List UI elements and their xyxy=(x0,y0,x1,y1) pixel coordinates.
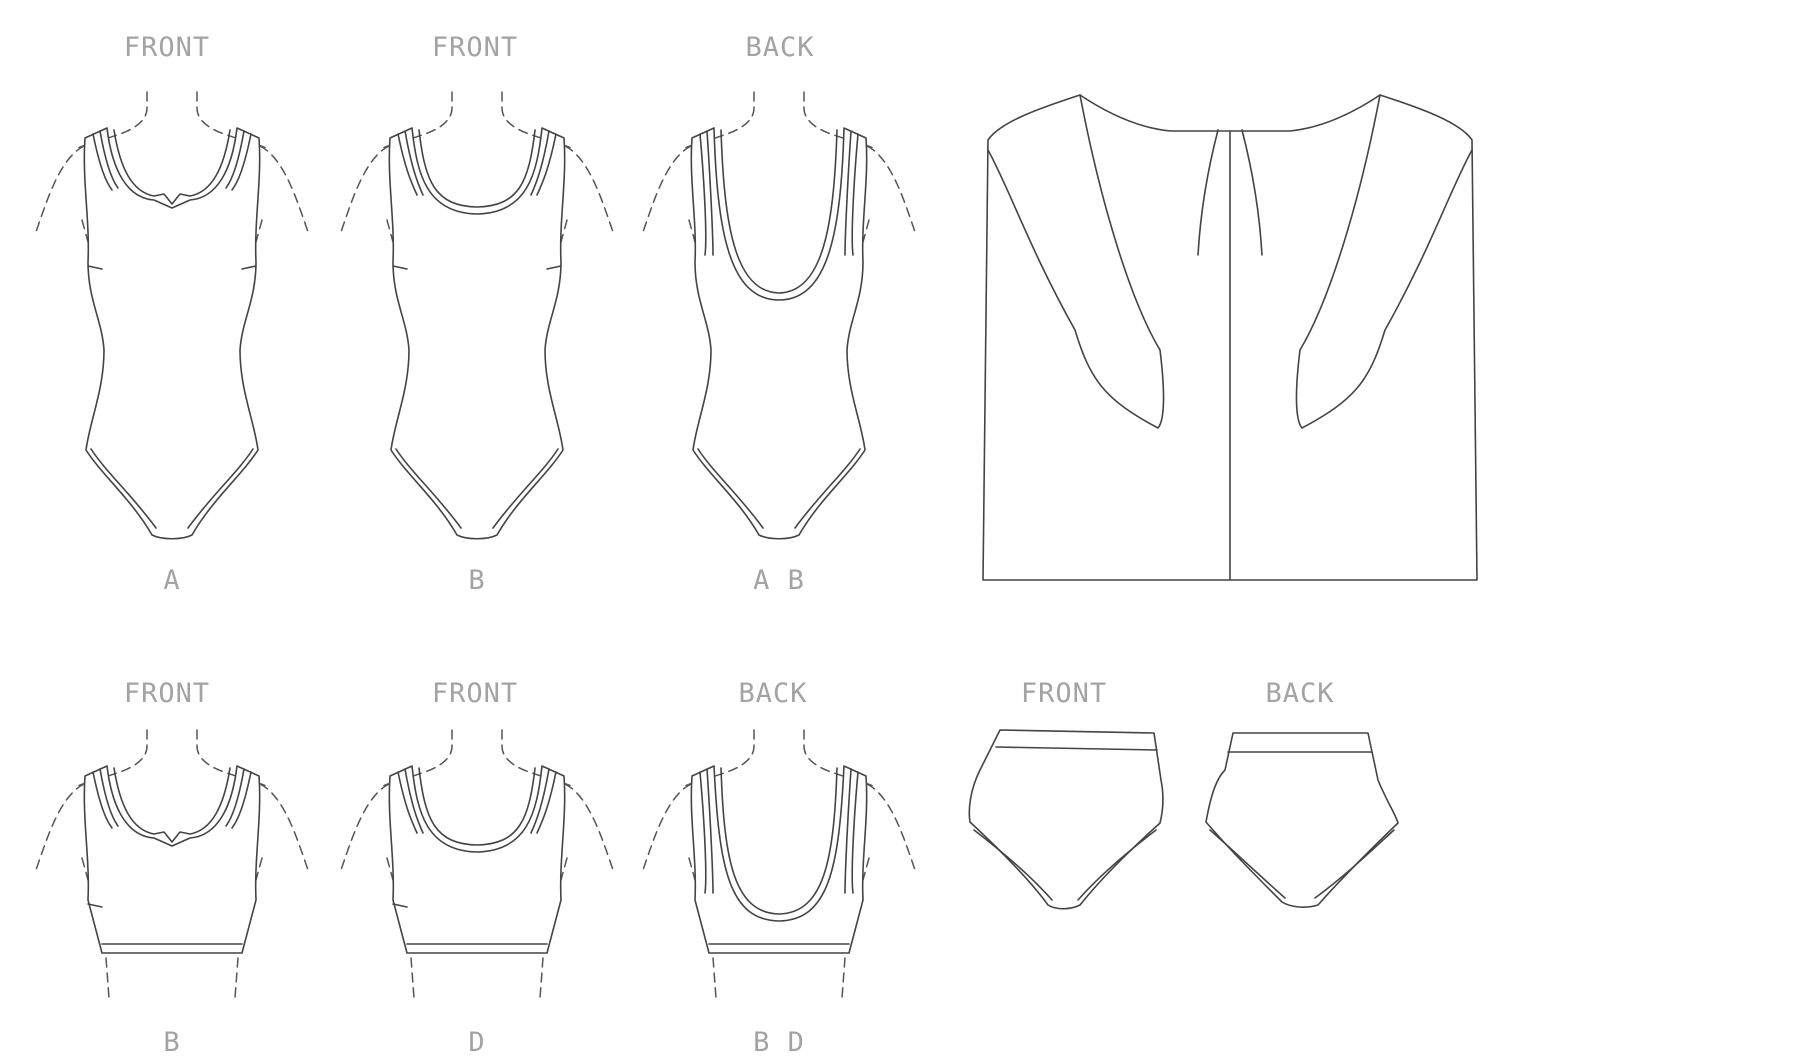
label-view-b-top: B xyxy=(163,1027,181,1058)
bodysuit-back xyxy=(642,91,916,540)
crop-top-b-front xyxy=(35,729,309,999)
label-bottoms-back: BACK xyxy=(1265,678,1335,709)
crop-top-d-front xyxy=(340,729,614,999)
briefs-back xyxy=(1205,732,1399,908)
bodysuit-b-front xyxy=(340,91,614,540)
label-back-bodysuit: BACK xyxy=(745,32,815,63)
bodysuit-a-front xyxy=(35,91,309,540)
label-front-bodysuit-b: FRONT xyxy=(431,32,519,63)
label-view-d: D xyxy=(468,1027,486,1058)
briefs-front xyxy=(968,729,1164,910)
crop-top-back xyxy=(642,729,916,999)
label-view-bd: B D xyxy=(753,1027,805,1058)
label-back-top: BACK xyxy=(738,678,808,709)
label-front-bodysuit-a: FRONT xyxy=(123,32,211,63)
label-front-top-d: FRONT xyxy=(431,678,519,709)
label-bottoms-front: FRONT xyxy=(1020,678,1108,709)
hooded-wrap xyxy=(982,94,1478,581)
label-view-a: A xyxy=(163,565,181,596)
label-view-ab: A B xyxy=(753,565,805,596)
label-view-b: B xyxy=(468,565,486,596)
label-front-top-b: FRONT xyxy=(123,678,211,709)
